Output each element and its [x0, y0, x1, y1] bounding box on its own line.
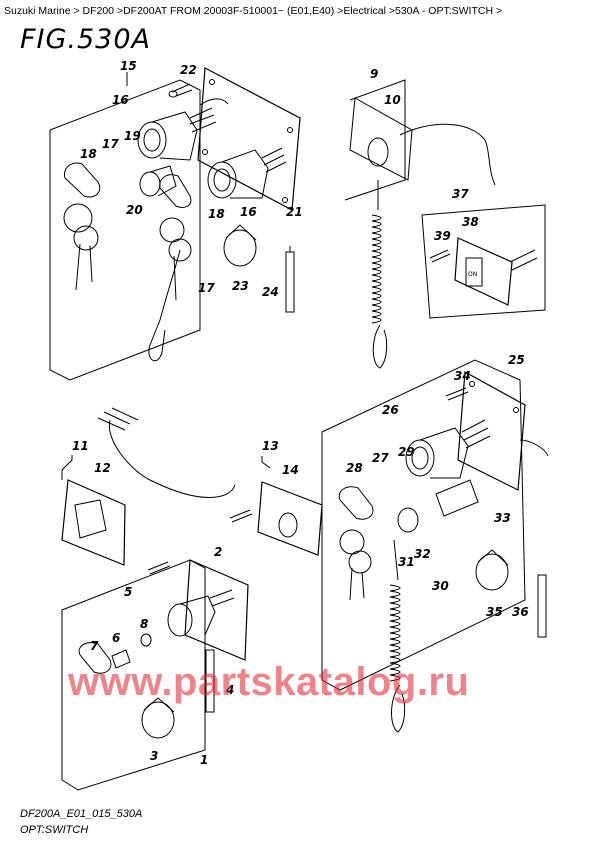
lanyard-coil-9 — [371, 180, 388, 369]
callout-29[interactable]: 29 — [398, 445, 415, 459]
callout-24[interactable]: 24 — [262, 285, 279, 299]
callout-22[interactable]: 22 — [180, 63, 197, 77]
callout-7[interactable]: 7 — [90, 639, 99, 653]
callout-34[interactable]: 34 — [454, 369, 471, 383]
callout-16b[interactable]: 16 — [240, 205, 257, 219]
switch-panel-2 — [184, 559, 249, 661]
callout-6[interactable]: 6 — [112, 631, 120, 645]
screw-22 — [168, 83, 193, 98]
small-switch-23 — [223, 224, 257, 267]
group-11-frame — [61, 455, 73, 480]
small-part-8 — [140, 633, 152, 647]
callout-37[interactable]: 37 — [452, 187, 469, 201]
callout-32[interactable]: 32 — [414, 547, 431, 561]
key-28 — [338, 486, 374, 601]
callout-27[interactable]: 27 — [372, 451, 389, 465]
breadcrumb-item-df200[interactable]: DF200 — [82, 5, 115, 17]
callout-19[interactable]: 19 — [124, 129, 141, 143]
callout-30[interactable]: 30 — [432, 579, 449, 593]
drawing-code: DF200A_E01_015_530A — [20, 808, 143, 820]
callout-35[interactable]: 35 — [486, 605, 503, 619]
breadcrumb-item-suzuki-marine[interactable]: Suzuki Marine — [4, 5, 71, 17]
callout-31[interactable]: 31 — [398, 555, 415, 569]
ignition-switch-5 — [167, 589, 235, 637]
switch-panel-33 — [457, 371, 526, 491]
callout-numbers: 1 2 3 4 5 6 7 8 9 10 11 12 13 14 15 16 1… — [72, 59, 529, 767]
stop-switch-32 — [397, 479, 479, 533]
callout-18a[interactable]: 18 — [80, 147, 97, 161]
callout-12[interactable]: 12 — [94, 461, 111, 475]
callout-13[interactable]: 13 — [262, 439, 279, 453]
stop-switch-panel-10 — [349, 97, 413, 181]
plate-14 — [257, 481, 323, 556]
screw-13 — [229, 509, 253, 523]
ignition-switch-16 — [207, 147, 287, 199]
breadcrumb: Suzuki Marine > DF200 >DF200AT FROM 2000… — [4, 5, 503, 17]
figure-title: FIG.530A — [20, 24, 152, 55]
group-37-frame — [421, 204, 546, 319]
callout-20[interactable]: 20 — [126, 203, 143, 217]
callout-4[interactable]: 4 — [225, 683, 234, 697]
ignition-switch-29 — [405, 419, 549, 479]
group-15-frame — [49, 72, 201, 381]
kill-switch-cap-20 — [139, 165, 177, 197]
key-7 — [78, 642, 112, 674]
callout-25[interactable]: 25 — [508, 353, 525, 367]
switch-35 — [475, 549, 509, 591]
callout-11[interactable]: 11 — [72, 439, 89, 453]
callout-17a[interactable]: 17 — [102, 137, 119, 151]
lanyard-coil-30 — [389, 539, 406, 733]
callout-38[interactable]: 38 — [462, 215, 479, 229]
wire-harness-11 — [97, 407, 236, 498]
group-25-frame — [321, 359, 526, 691]
key-18-left — [63, 162, 101, 291]
breadcrumb-item-electrical[interactable]: Electrical — [343, 5, 386, 17]
callout-14[interactable]: 14 — [282, 463, 299, 477]
screw-2 — [147, 561, 171, 575]
callout-28[interactable]: 28 — [346, 461, 363, 475]
ignition-switch-panel-21 — [197, 67, 301, 211]
callout-39[interactable]: 39 — [434, 229, 451, 243]
ignition-switch-19 — [137, 98, 229, 161]
callout-1[interactable]: 1 — [200, 753, 208, 767]
callout-18b[interactable]: 18 — [208, 207, 225, 221]
callout-36[interactable]: 36 — [512, 605, 529, 619]
rocker-on-label: ON — [468, 271, 477, 278]
rocker-switch-38 — [454, 237, 538, 306]
lanyard-17 — [148, 249, 181, 362]
callout-16a[interactable]: 16 — [112, 93, 129, 107]
group-9-frame — [344, 79, 406, 201]
small-part-6 — [111, 649, 131, 669]
breadcrumb-item-df200at[interactable]: DF200AT FROM 20003F-510001~ (E01,E40) — [123, 5, 335, 17]
callout-33[interactable]: 33 — [494, 511, 511, 525]
callout-21[interactable]: 21 — [286, 205, 303, 219]
callout-26[interactable]: 26 — [382, 403, 399, 417]
stop-switch-plate — [367, 123, 496, 186]
callout-9[interactable]: 9 — [370, 67, 378, 81]
group-13-frame — [261, 456, 271, 469]
callout-17b[interactable]: 17 — [198, 281, 215, 295]
breadcrumb-item-530a[interactable]: 530A - OPT:SWITCH — [395, 5, 494, 17]
callout-2[interactable]: 2 — [214, 545, 222, 559]
callout-5[interactable]: 5 — [124, 585, 132, 599]
cable-tie-24 — [285, 246, 295, 313]
drawing-name: OPT:SWITCH — [20, 824, 89, 836]
key-18-right — [159, 174, 192, 301]
callout-3[interactable]: 3 — [150, 749, 158, 763]
cable-tie-36 — [537, 574, 547, 638]
callout-10[interactable]: 10 — [384, 93, 401, 107]
callout-23[interactable]: 23 — [232, 279, 249, 293]
watermark: www.partskatalog.ru — [68, 660, 470, 704]
screw-34 — [445, 387, 469, 401]
cable-tie-4 — [205, 649, 215, 713]
switch-panel-12 — [61, 479, 126, 566]
callout-15[interactable]: 15 — [120, 59, 137, 73]
screw-39 — [429, 249, 451, 263]
callout-8[interactable]: 8 — [140, 617, 148, 631]
switch-3 — [141, 697, 175, 739]
